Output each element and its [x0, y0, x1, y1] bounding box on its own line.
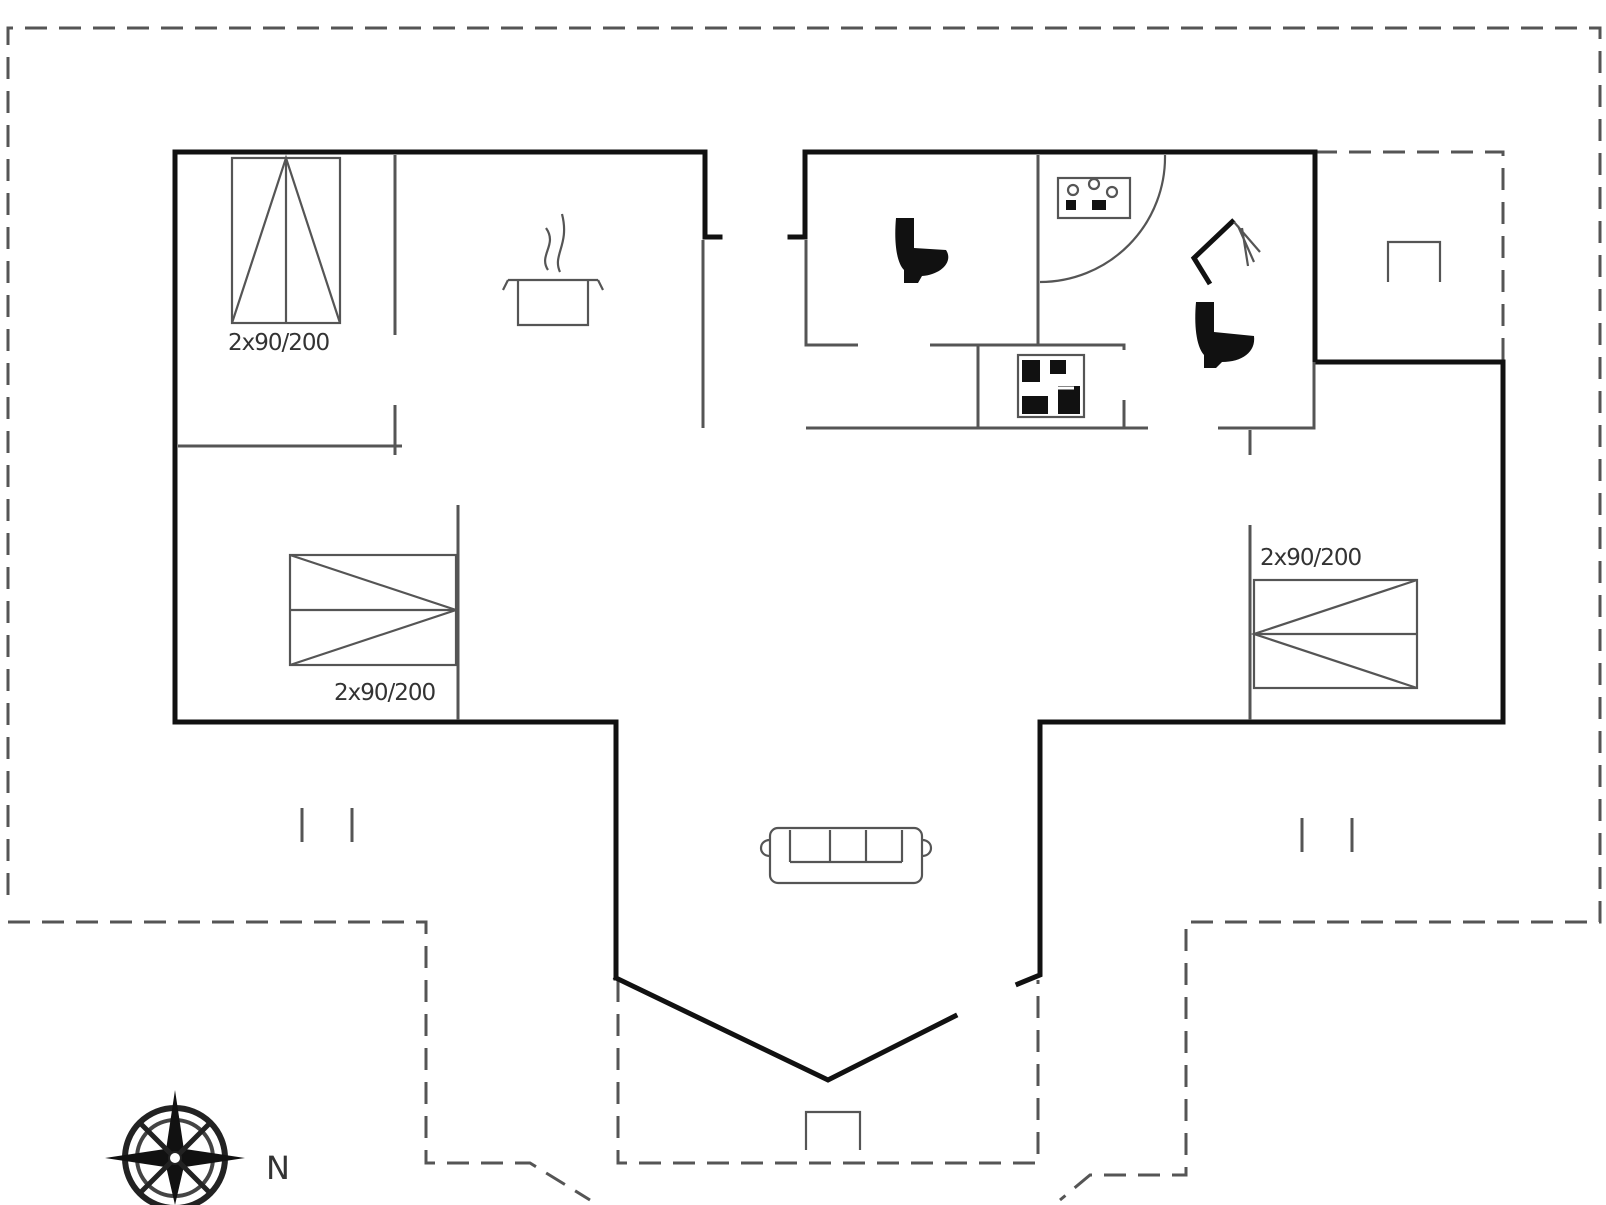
washing-machine-icon — [1056, 176, 1132, 220]
shower-icon — [1190, 218, 1261, 286]
terrace-boundary — [6, 26, 1602, 1202]
bed-size-label: 2x90/200 — [334, 680, 436, 706]
table-icon — [1386, 240, 1442, 282]
compass-icon — [105, 1090, 245, 1205]
bench-icon — [1300, 818, 1354, 852]
stove-pot-icon — [502, 213, 604, 327]
interior-walls — [178, 154, 1316, 720]
bunk-bed-icon — [1250, 578, 1419, 690]
table-icon — [804, 1110, 862, 1150]
toilet-icon — [895, 218, 949, 283]
bunk-bed-icon — [230, 154, 342, 325]
washing-machine-icon — [1016, 353, 1086, 419]
bed-size-label: 2x90/200 — [228, 330, 330, 356]
sofa-icon — [759, 826, 933, 885]
bunk-bed-icon — [288, 553, 460, 667]
bench-icon — [300, 808, 354, 842]
bed-size-label: 2x90/200 — [1260, 545, 1362, 571]
compass-north-label: N — [266, 1149, 290, 1187]
toilet-icon — [1195, 302, 1255, 368]
exterior-walls — [172, 149, 1506, 1083]
